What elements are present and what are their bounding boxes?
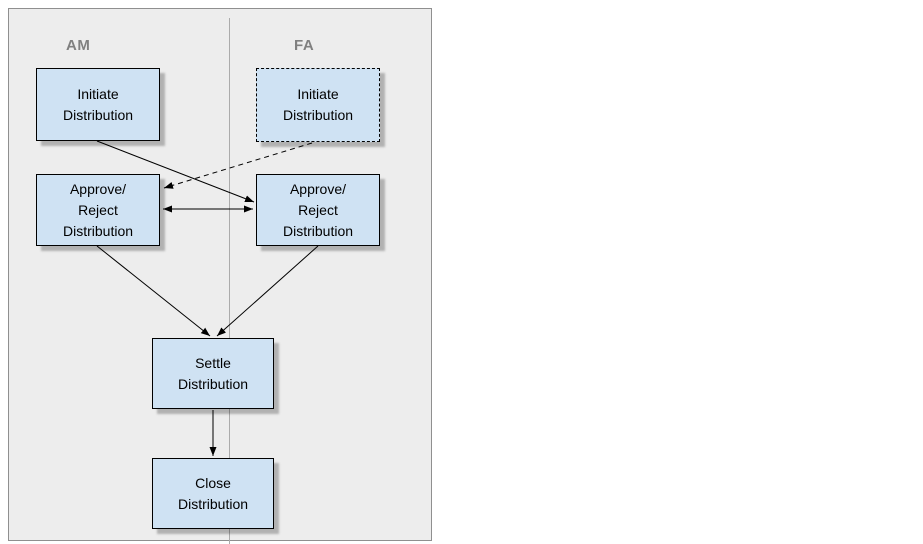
edge-fa-approve-to-settle bbox=[216, 245, 319, 337]
node-label-line: Distribution bbox=[177, 375, 249, 392]
node-close-distribution: Close Distribution bbox=[152, 458, 274, 529]
node-label-line: Approve/ bbox=[69, 180, 127, 197]
node-am-initiate-distribution: Initiate Distribution bbox=[36, 68, 160, 141]
lane-label-fa: FA bbox=[294, 37, 315, 54]
edge-am-initiate-to-fa-approve bbox=[96, 140, 255, 203]
node-label-line: Distribution bbox=[62, 106, 134, 123]
node-am-approve-reject-distribution: Approve/ Reject Distribution bbox=[36, 174, 160, 246]
lane-divider bbox=[229, 18, 230, 544]
node-label-line: Distribution bbox=[282, 222, 354, 239]
node-label-line: Settle bbox=[195, 354, 231, 371]
node-label-line: Reject bbox=[298, 201, 338, 218]
node-fa-approve-reject-distribution: Approve/ Reject Distribution bbox=[256, 174, 380, 246]
edge-am-approve-to-settle bbox=[96, 245, 211, 337]
node-label-line: Initiate bbox=[77, 85, 119, 102]
node-label-line: Approve/ bbox=[289, 180, 347, 197]
node-settle-distribution: Settle Distribution bbox=[152, 338, 274, 409]
node-label-line: Close bbox=[195, 474, 231, 491]
node-label-line: Initiate bbox=[297, 86, 339, 102]
node-label-line: Distribution bbox=[62, 222, 134, 239]
node-fa-initiate-distribution: Initiate Distribution bbox=[256, 68, 380, 142]
edge-fa-initiate-to-am-approve bbox=[163, 142, 313, 189]
lane-label-am: AM bbox=[66, 37, 91, 54]
node-label-line: Distribution bbox=[177, 495, 249, 512]
node-label-line: Distribution bbox=[282, 107, 354, 123]
node-label-line: Reject bbox=[78, 201, 118, 218]
